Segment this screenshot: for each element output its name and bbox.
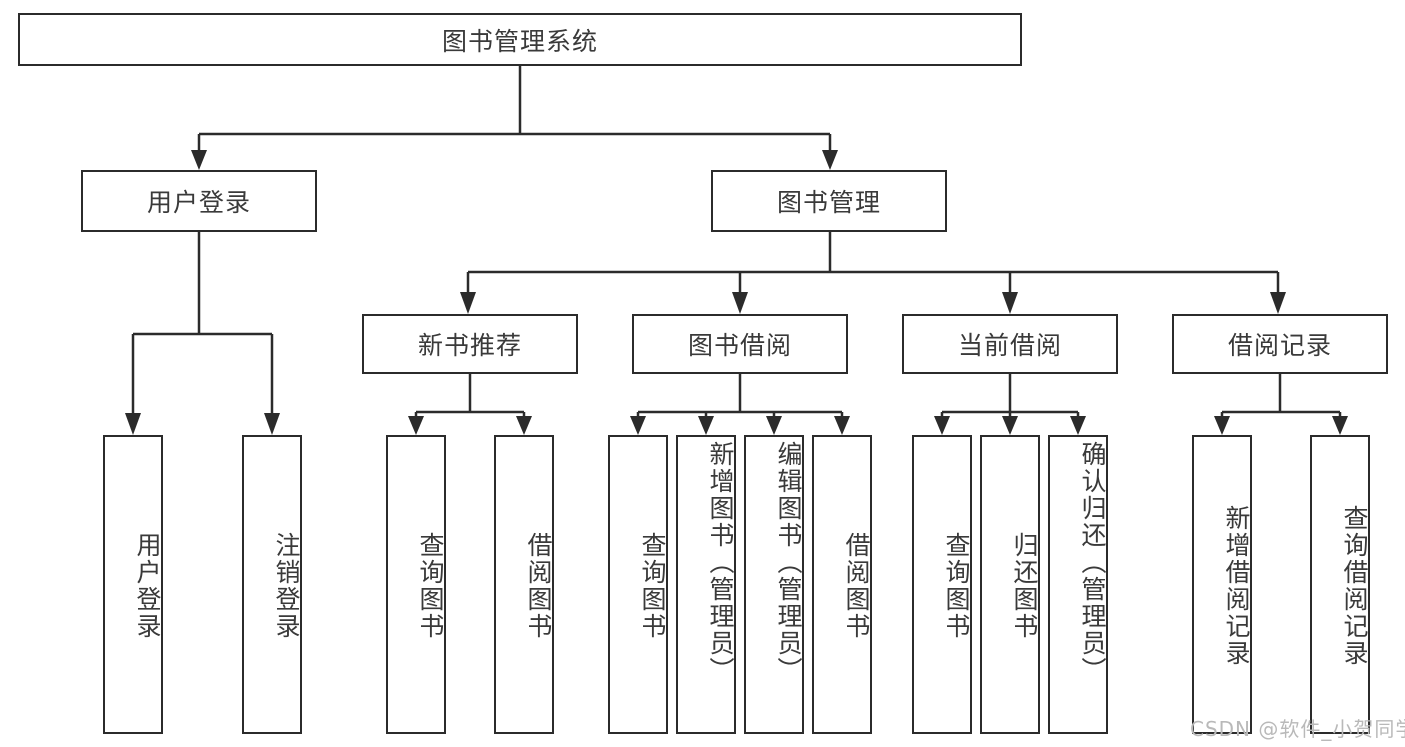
node-leaf-return-book[interactable]: 归还图书	[980, 435, 1040, 734]
node-leaf-edit-book-admin[interactable]: 编辑图书（管理员）	[744, 435, 804, 734]
node-new-book-recommendation[interactable]: 新书推荐	[362, 314, 578, 374]
node-leaf-add-book-admin[interactable]: 新增图书（管理员）	[676, 435, 736, 734]
node-label: 查询图书	[416, 531, 445, 640]
node-leaf-confirm-return-admin[interactable]: 确认归还（管理员）	[1048, 435, 1108, 734]
node-leaf-query-book-recommend[interactable]: 查询图书	[386, 435, 446, 734]
node-user-login[interactable]: 用户登录	[81, 170, 317, 232]
node-leaf-query-book-current[interactable]: 查询图书	[912, 435, 972, 734]
node-label: 借阅记录	[1227, 331, 1332, 360]
node-leaf-logout[interactable]: 注销登录	[242, 435, 302, 734]
node-label: 新增借阅记录	[1222, 504, 1251, 667]
node-label: 新增图书（管理员）	[706, 441, 735, 684]
node-label: 编辑图书（管理员）	[774, 441, 803, 684]
node-label: 确认归还（管理员）	[1078, 441, 1107, 684]
node-label: 用户登录	[146, 188, 251, 217]
node-label: 新书推荐	[417, 331, 522, 360]
node-label: 查询图书	[942, 531, 971, 640]
node-label: 查询借阅记录	[1340, 504, 1369, 667]
node-leaf-query-borrow-record[interactable]: 查询借阅记录	[1310, 435, 1370, 734]
node-leaf-user-login[interactable]: 用户登录	[103, 435, 163, 734]
node-label: 图书管理系统	[441, 26, 598, 56]
node-leaf-query-book-borrow[interactable]: 查询图书	[608, 435, 668, 734]
node-label: 用户登录	[133, 531, 162, 640]
node-borrowing-records[interactable]: 借阅记录	[1172, 314, 1388, 374]
node-label: 当前借阅	[957, 331, 1062, 360]
node-leaf-borrow-book[interactable]: 借阅图书	[812, 435, 872, 734]
node-label: 借阅图书	[524, 531, 553, 640]
node-root-book-management-system[interactable]: 图书管理系统	[18, 13, 1022, 66]
node-label: 查询图书	[638, 531, 667, 640]
node-label: 图书管理	[776, 188, 881, 217]
node-leaf-add-borrow-record[interactable]: 新增借阅记录	[1192, 435, 1252, 734]
node-book-borrowing[interactable]: 图书借阅	[632, 314, 848, 374]
node-current-borrowing[interactable]: 当前借阅	[902, 314, 1118, 374]
node-label: 归还图书	[1010, 531, 1039, 640]
node-leaf-borrow-book-recommend[interactable]: 借阅图书	[494, 435, 554, 734]
node-label: 借阅图书	[842, 531, 871, 640]
node-book-management[interactable]: 图书管理	[711, 170, 947, 232]
node-label: 图书借阅	[687, 331, 792, 360]
node-label: 注销登录	[272, 531, 301, 640]
